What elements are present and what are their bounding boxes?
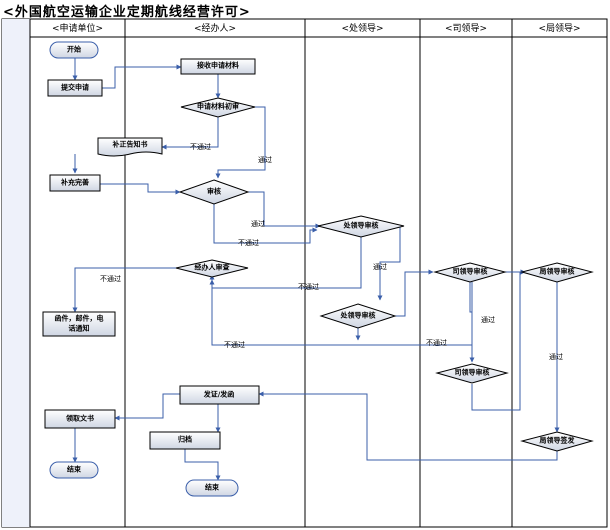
dept-review-diamond <box>433 262 507 283</box>
end-terminal <box>49 461 99 479</box>
section-approve-diamond <box>319 303 397 329</box>
edge-precheck-notice <box>161 117 219 150</box>
receive-label: 接收申请材料 <box>197 61 239 70</box>
lane-header-section: <处领导> <box>341 24 384 34</box>
review-label: 审核 <box>207 187 221 196</box>
handler-review-diamond <box>175 259 249 278</box>
issue-label: 发证/发函 <box>203 390 235 399</box>
edge-precheck-review-pass <box>215 106 266 179</box>
left-strip <box>2 19 30 527</box>
notice-document <box>97 137 163 157</box>
section-approve-label: 处领导审核 <box>340 311 376 320</box>
edge-submit-receive <box>102 64 182 89</box>
notify-label-line1: 函件，邮件，电 <box>54 314 104 323</box>
bureau-review-label: 局领导审核 <box>539 267 575 276</box>
receivedoc-label: 领取文书 <box>66 414 94 423</box>
edge-handler-notify <box>72 267 178 313</box>
section-review-label: 处领导审核 <box>343 221 379 230</box>
bureau-sign-diamond <box>520 431 594 452</box>
edge-dept-approve-bureau <box>471 269 526 411</box>
lane-header-bureau: <局领导> <box>538 24 581 34</box>
bureau-sign-label: 局领导签发 <box>539 436 575 445</box>
edge-issue-receivedoc <box>114 393 180 421</box>
edge-label-pass: 通过 <box>481 316 495 324</box>
edge-sign-issue <box>258 391 558 461</box>
precheck-diamond <box>180 97 256 118</box>
review-diamond <box>178 179 250 205</box>
edge-label-pass: 通过 <box>258 156 272 164</box>
edge-label-fail: 不通过 <box>224 341 245 349</box>
handler-review-label: 经办人审查 <box>194 263 230 272</box>
edge-label-fail: 不通过 <box>298 283 319 291</box>
archive-box <box>149 431 221 450</box>
edge-dept-fail <box>209 279 473 346</box>
edge-review-section-fail <box>213 202 318 244</box>
edge-supplement-review <box>100 183 181 195</box>
issue-box <box>179 385 260 405</box>
edge-review-section <box>248 191 321 229</box>
edge-label-fail: 不通过 <box>238 239 259 247</box>
dept-approve-diamond <box>435 363 509 384</box>
supplement-label: 补充完善 <box>61 178 89 187</box>
dept-review-label: 司领导审核 <box>452 267 488 276</box>
edge-label-pass: 通过 <box>373 263 387 271</box>
bureau-review-diamond <box>520 262 594 283</box>
edge-section-handler-fail <box>209 237 362 289</box>
submit-label: 提交申请 <box>61 83 89 92</box>
submit-box <box>47 79 103 97</box>
notify-box <box>42 311 116 337</box>
notice-label: 补正告知书 <box>112 140 148 149</box>
lane-header-department: <司领导> <box>444 24 488 34</box>
lane-header-applicant: <申请单位> <box>51 24 104 34</box>
dept-approve-label: 司领导审核 <box>454 368 490 377</box>
edge-section-approve <box>377 226 401 301</box>
page-title: <外国航空运输企业定期航线经营许可> <box>3 5 251 20</box>
edge-approve-dept <box>395 269 434 317</box>
section-review-diamond <box>317 215 405 238</box>
start-label: 开始 <box>67 45 81 54</box>
end-label: 结束 <box>67 465 81 474</box>
precheck-label: 申请材料初审 <box>197 102 239 111</box>
edge-label-pass: 通过 <box>251 220 265 228</box>
end-terminal <box>185 479 239 497</box>
notify-label-line2: 话通知 <box>68 324 90 333</box>
edge-label-fail: 不通过 <box>426 339 447 347</box>
edge-label-fail: 不通过 <box>100 275 121 283</box>
start-terminal <box>49 41 99 59</box>
archive-label: 归档 <box>178 435 192 444</box>
edge-label-fail: 不通过 <box>190 143 211 151</box>
receivedoc-box <box>44 409 116 429</box>
edge-archive-end <box>184 449 221 481</box>
lane-header-handler: <经办人> <box>193 24 237 34</box>
supplement-box <box>49 174 101 192</box>
end-label: 结束 <box>205 483 219 492</box>
receive-box <box>180 58 256 75</box>
edge-label-pass: 通过 <box>549 353 563 361</box>
